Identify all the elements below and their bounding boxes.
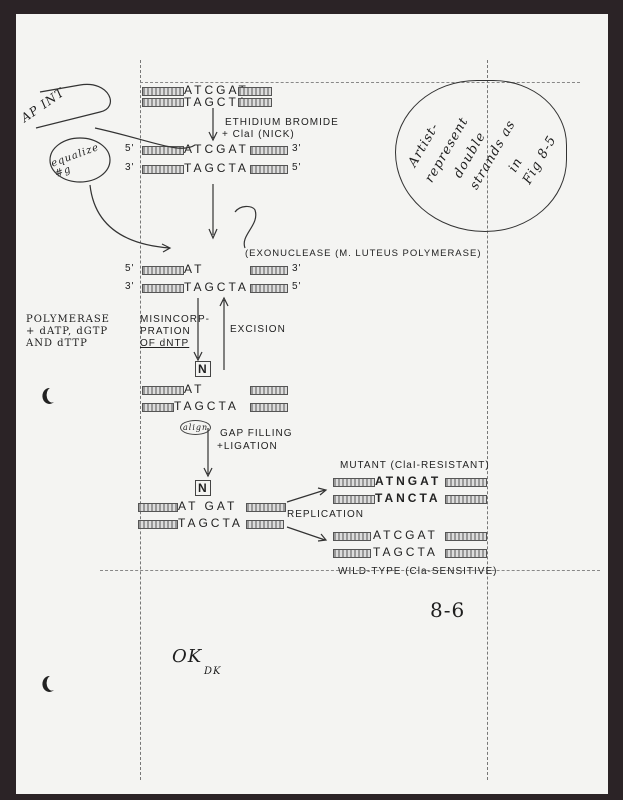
five-prime-label: 5' (125, 263, 135, 274)
handwritten-line (94, 127, 196, 149)
wildtype-sequence-top: ATCGAT (373, 528, 438, 542)
strand (142, 165, 184, 174)
wildtype-sequence-bottom: TAGCTA (373, 545, 438, 559)
inserted-nucleotide: N (195, 361, 211, 377)
punch-hole-mark (42, 675, 54, 692)
wildtype-label: WILD-TYPE (Cla-SENSITIVE) (338, 566, 498, 577)
misincorporation-label: MISINCORP- (140, 314, 210, 325)
strand (250, 146, 288, 155)
five-prime-label: 5' (292, 281, 302, 292)
sequence-bottom: TAGCTA (174, 399, 239, 413)
sequence-bottom: TAGCTA (184, 280, 249, 294)
strand (250, 165, 288, 174)
gap-filling-label: GAP FILLING (220, 428, 293, 439)
strand (333, 495, 375, 504)
strand (250, 403, 288, 412)
figure-number: 8-6 (430, 598, 466, 622)
strand (138, 520, 178, 529)
margin-line-right (487, 60, 488, 780)
strand (238, 87, 272, 96)
five-prime-label: 5' (125, 143, 135, 154)
handwritten-bracket (234, 205, 257, 249)
margin-line-left (140, 60, 141, 780)
strand (142, 403, 174, 412)
misincorporation-label: OF dNTP (140, 338, 190, 349)
handwritten-ok: OK (172, 646, 203, 667)
arrow-down (208, 108, 218, 142)
gap-filling-label: +LIGATION (217, 441, 278, 452)
three-prime-label: 3' (125, 281, 135, 292)
three-prime-label: 3' (125, 162, 135, 173)
arrow-replication-wildtype (286, 526, 328, 542)
strand (445, 549, 487, 558)
handwritten-align: align (180, 420, 212, 435)
strand (445, 478, 487, 487)
strand (142, 98, 184, 107)
misincorporation-label: PRATION (140, 326, 191, 337)
arrow-up (219, 296, 229, 370)
handwritten-bubble (35, 83, 111, 129)
sequence-bottom: TAGCTA (178, 516, 243, 530)
bottom-rule (100, 570, 600, 571)
step-label: + ClaI (NICK) (222, 129, 295, 140)
strand (138, 503, 178, 512)
polymerase-label: AND dTTP (26, 338, 88, 349)
handwritten-note-artist (395, 80, 567, 232)
strand (142, 284, 184, 293)
polymerase-label: + dATP, dGTP (26, 326, 109, 337)
sequence-top: ATCGAT (184, 83, 249, 97)
strand (250, 266, 288, 275)
strand (445, 495, 487, 504)
sequence-top: AT (184, 262, 205, 276)
arrow-replication-mutant (286, 487, 328, 503)
strand (250, 386, 288, 395)
mutant-sequence-top: ATNGAT (375, 474, 442, 488)
arrow-down (203, 428, 213, 478)
excision-label: EXCISION (230, 324, 286, 335)
top-rule (140, 82, 580, 83)
strand (142, 87, 184, 96)
strand (246, 520, 284, 529)
polymerase-label: POLYMERASE (26, 314, 110, 325)
punch-hole-mark (42, 387, 54, 404)
strand (250, 284, 288, 293)
strand (238, 98, 272, 107)
three-prime-label: 3' (292, 263, 302, 274)
strand (142, 386, 184, 395)
arrow-down (193, 298, 203, 362)
step-label: ETHIDIUM BROMIDE (225, 117, 339, 128)
strand (333, 532, 371, 541)
strand (246, 503, 286, 512)
replication-label: REPLICATION (287, 509, 364, 520)
mutant-label: MUTANT (ClaI-RESISTANT) (340, 460, 490, 471)
exonuclease-label: (EXONUCLEASE (M. LUTEUS POLYMERASE) (245, 248, 482, 259)
inserted-nucleotide: N (195, 480, 211, 496)
strand (333, 478, 375, 487)
five-prime-label: 5' (292, 162, 302, 173)
sequence-bottom: TAGCTA (184, 95, 249, 109)
strand (333, 549, 371, 558)
sequence-top: AT GAT (178, 499, 238, 513)
three-prime-label: 3' (292, 143, 302, 154)
handwritten-arrow (89, 184, 172, 253)
handwritten-circle (49, 137, 111, 183)
strand (445, 532, 487, 541)
sequence-bottom: TAGCTA (184, 161, 249, 175)
sequence-top: AT (184, 382, 205, 396)
mutant-sequence-bottom: TANCTA (375, 491, 441, 505)
strand (142, 266, 184, 275)
strand (142, 146, 184, 155)
arrow-down (208, 184, 218, 240)
sequence-top: ATCGAT (184, 142, 249, 156)
handwritten-dk: DK (204, 666, 222, 677)
